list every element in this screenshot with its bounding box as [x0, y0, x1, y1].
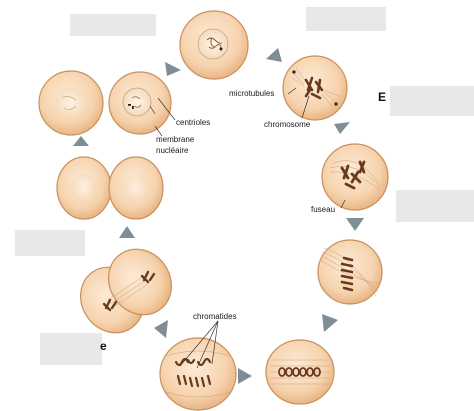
label-fuseau: fuseau [311, 205, 335, 214]
cycle-arrow-1 [165, 62, 181, 76]
cycle-arrow-6 [238, 368, 252, 384]
cell-daughter-left [38, 70, 104, 136]
separating-chromatids-top [174, 357, 212, 367]
centriole-pair [128, 104, 134, 109]
label-chromatides: chromatides [193, 312, 237, 321]
answer-box-right-middle[interactable] [396, 190, 474, 222]
cycle-arrow-8 [119, 226, 135, 238]
cycle-arrow-2 [266, 48, 282, 62]
answer-box-left-middle[interactable] [15, 230, 85, 256]
cycle-arrow-9 [73, 136, 89, 146]
telophase-fibers [107, 275, 149, 309]
cell-interphase-top [179, 10, 249, 80]
separating-chromatids-bottom [176, 374, 212, 388]
prometaphase-chromosomes [340, 160, 366, 190]
answer-box-right-upper[interactable] [390, 86, 474, 116]
centrosome-dot [219, 47, 223, 51]
answer-box-top-right[interactable] [306, 7, 386, 31]
answer-box-bottom-left[interactable] [40, 333, 102, 365]
label-membrane: membrane [156, 135, 195, 144]
label-chromosome: chromosome [264, 120, 311, 129]
cell-prophase [282, 55, 348, 121]
metaphase-chromosomes [340, 256, 354, 292]
cell-metaphase [317, 239, 383, 305]
cycle-arrow-3 [334, 122, 350, 134]
leader-lines [149, 87, 346, 369]
cell-interphase-labeled [108, 71, 172, 135]
answer-box-top-left[interactable] [70, 14, 156, 36]
telophase-chromosomes [102, 270, 156, 312]
partial-label-letter-e-lower: e [100, 339, 107, 353]
cell-metaphase-plate [265, 339, 335, 405]
cell-prometaphase [321, 143, 389, 211]
anaphase-spindle [165, 350, 231, 398]
cycle-arrow-4 [346, 218, 364, 231]
aligned-chromosomes [278, 367, 321, 377]
label-nucleaire: nucléaire [156, 146, 189, 155]
cycle-arrow-7 [154, 320, 168, 338]
partial-label-letter-e: E [378, 90, 386, 104]
label-centrioles: centrioles [176, 118, 210, 127]
microtubule-fibers [291, 67, 339, 107]
chromatin-tangle [206, 37, 223, 49]
nuclear-membrane [122, 87, 152, 117]
cell-cytokinesis [56, 156, 164, 220]
cell-anaphase [159, 337, 237, 411]
cycle-arrow-5 [322, 314, 338, 332]
label-microtubules: microtubules [229, 89, 274, 98]
prophase-chromosomes [304, 76, 324, 100]
cell-telophase [80, 248, 172, 334]
